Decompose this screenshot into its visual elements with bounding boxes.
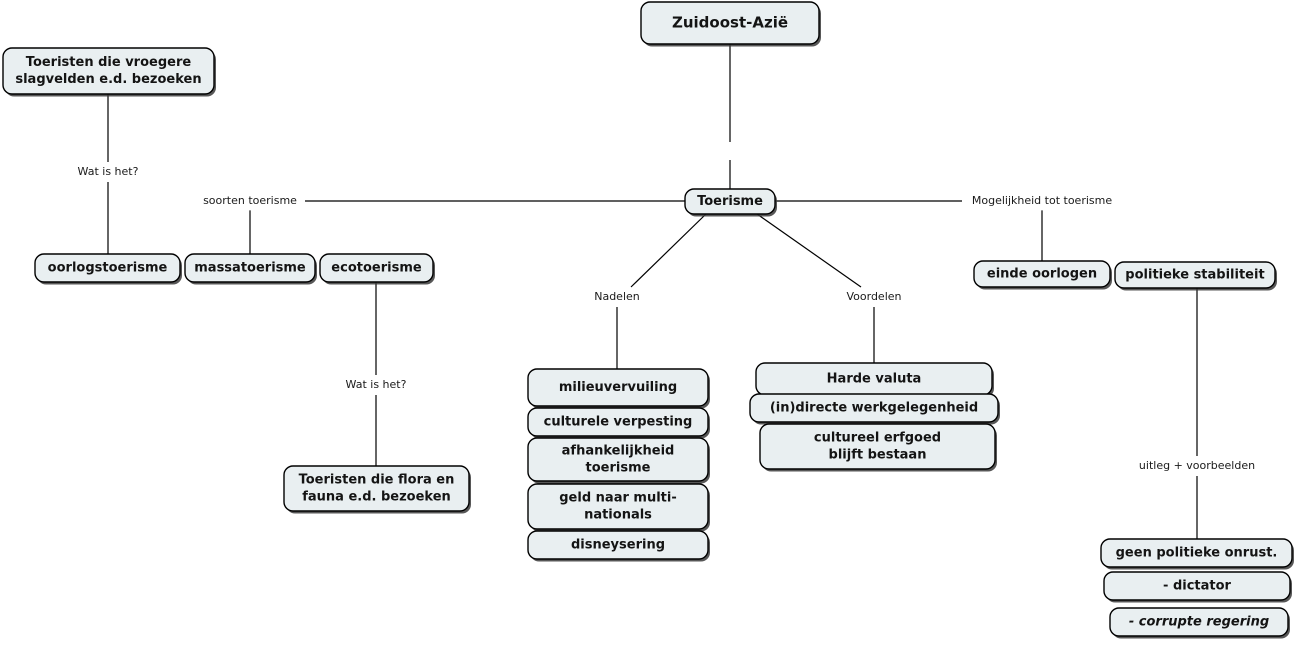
node-milieuvervuiling[interactable]: milieuvervuiling (527, 368, 710, 409)
node-box[interactable] (1100, 538, 1293, 568)
node-box[interactable] (527, 437, 709, 482)
edge-label-halo (962, 191, 1122, 211)
node-box[interactable] (1103, 571, 1291, 601)
node-cultureel-erfgoed[interactable]: cultureel erfgoed blijft bestaan (759, 423, 997, 472)
node-label-harde-valuta: Harde valuta (827, 372, 922, 387)
node-label-toeristen-slagvelden: Toeristen die vroegere (26, 55, 192, 70)
node-box[interactable] (34, 253, 181, 283)
node-toeristen-slagvelden[interactable]: Toeristen die vroegere slagvelden e.d. be… (2, 47, 216, 97)
node-label-geld-naar-multinationals: geld naar multi- (559, 491, 676, 506)
edge-label-halo (338, 375, 414, 395)
node-massatoerisme[interactable]: massatoerisme (184, 253, 317, 285)
node-box[interactable] (527, 407, 709, 437)
node-box[interactable] (759, 423, 996, 470)
node-label-toeristen-flora-fauna: Toeristen die flora en (299, 473, 455, 488)
node-box[interactable] (1114, 261, 1276, 289)
node-box[interactable] (749, 393, 999, 423)
node-zuidoost-azie[interactable]: Zuidoost-Azië (640, 1, 821, 47)
edge-label-halo (842, 287, 906, 307)
edge-label-voordelen: Voordelen (846, 290, 901, 303)
node-box[interactable] (684, 188, 776, 215)
node-label-einde-oorlogen: einde oorlogen (987, 267, 1097, 282)
node-box[interactable] (2, 47, 215, 95)
edge-label-uitleg-voorbeelden: uitleg + voorbeelden (1139, 459, 1255, 472)
node-einde-oorlogen[interactable]: einde oorlogen (973, 260, 1112, 290)
node-disneysering[interactable]: disneysering (527, 530, 710, 562)
node-box[interactable] (527, 483, 709, 530)
node-toerisme[interactable]: Toerisme (684, 188, 777, 217)
node-ecotoerisme[interactable]: ecotoerisme (319, 253, 435, 285)
node-label-disneysering: disneysering (571, 538, 665, 553)
node-label-zuidoost-azie: Zuidoost-Azië (672, 14, 788, 32)
edge-label-wat-is-het-links: Wat is het? (78, 165, 139, 178)
edge-label-soorten-toerisme: soorten toerisme (203, 194, 297, 207)
node-dictator[interactable]: - dictator (1103, 571, 1292, 603)
node-label-geld-naar-multinationals: nationals (584, 508, 652, 523)
node-geen-politieke-onrust[interactable]: geen politieke onrust. (1100, 538, 1294, 570)
node-label-dictator: - dictator (1163, 579, 1232, 594)
node-label-politieke-stabiliteit: politieke stabiliteit (1125, 268, 1264, 283)
node-box[interactable] (319, 253, 434, 283)
node-box[interactable] (640, 1, 820, 45)
node-box[interactable] (527, 368, 709, 407)
node-label-afhankelijkheid-toerisme: toerisme (586, 461, 651, 476)
edges-layer (107, 44, 1198, 539)
edge-toerisme-to-voordelen (756, 213, 862, 288)
edge-label-nadelen: Nadelen (594, 290, 640, 303)
node-box[interactable] (527, 530, 709, 560)
node-label-ecotoerisme: ecotoerisme (331, 261, 422, 276)
node-indirecte-werkgelegenheid[interactable]: (in)directe werkgelegenheid (749, 393, 1000, 425)
node-box[interactable] (283, 465, 470, 512)
node-label-toerisme: Toerisme (697, 194, 763, 209)
node-afhankelijkheid-toerisme[interactable]: afhankelijkheid toerisme (527, 437, 710, 484)
node-label-afhankelijkheid-toerisme: afhankelijkheid (562, 444, 675, 459)
edge-labels-layer: Wat is het? soorten toerisme Mogelijkheid … (70, 162, 1262, 476)
edge-label-halo (591, 287, 643, 307)
node-label-culturele-verpesting: culturele verpesting (544, 415, 693, 430)
node-geld-naar-multinationals[interactable]: geld naar multi-nationals (527, 483, 710, 532)
node-label-toeristen-flora-fauna: fauna e.d. bezoeken (302, 490, 451, 505)
edge-label-halo (1132, 456, 1262, 476)
node-label-cultureel-erfgoed: cultureel erfgoed (814, 431, 941, 446)
edge-label-mogelijkheid-tot-toerisme: Mogelijkheid tot toerisme (972, 194, 1112, 207)
node-box[interactable] (184, 253, 316, 283)
node-label-toeristen-slagvelden: slagvelden e.d. bezoeken (15, 72, 201, 87)
node-politieke-stabiliteit[interactable]: politieke stabiliteit (1114, 261, 1277, 291)
node-label-oorlogstoerisme: oorlogstoerisme (48, 261, 168, 276)
node-toeristen-flora-fauna[interactable]: Toeristen die flora en fauna e.d. bezoeke… (283, 465, 471, 514)
node-label-geen-politieke-onrust: geen politieke onrust. (1116, 546, 1278, 561)
node-box[interactable] (1109, 607, 1289, 637)
edge-label-wat-is-het-onder: Wat is het? (346, 378, 407, 391)
node-box[interactable] (973, 260, 1111, 288)
node-harde-valuta[interactable]: Harde valuta (755, 362, 994, 398)
node-label-milieuvervuiling: milieuvervuiling (559, 380, 677, 395)
node-label-cultureel-erfgoed: blijft bestaan (829, 448, 927, 463)
node-label-massatoerisme: massatoerisme (194, 261, 306, 276)
node-culturele-verpesting[interactable]: culturele verpesting (527, 407, 710, 439)
edge-toerisme-to-nadelen (630, 213, 707, 288)
node-corrupte-regering[interactable]: - corrupte regering (1109, 607, 1290, 639)
node-label-indirecte-werkgelegenheid: (in)directe werkgelegenheid (770, 401, 978, 416)
node-oorlogstoerisme[interactable]: oorlogstoerisme (34, 253, 182, 285)
edge-label-halo (197, 191, 303, 211)
edge-label-halo (70, 162, 146, 182)
node-label-corrupte-regering: - corrupte regering (1129, 615, 1269, 630)
